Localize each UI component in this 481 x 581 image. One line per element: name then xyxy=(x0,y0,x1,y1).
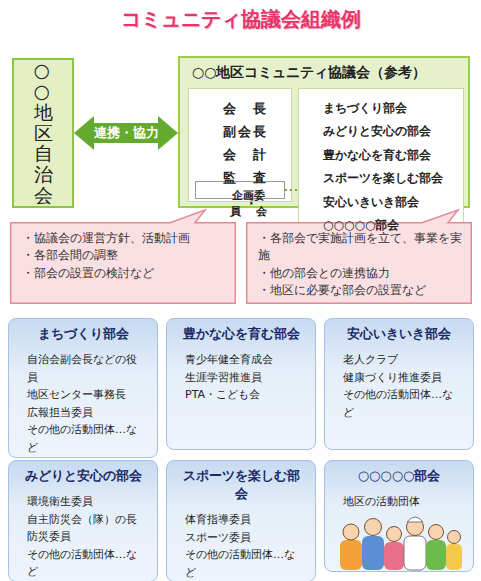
node-text: 副会長 xyxy=(211,118,266,141)
member-item: 環境衛生委員 xyxy=(19,493,147,511)
member-item: 自主防災会（隊）の長 xyxy=(19,511,147,529)
callout-item: ・地区に必要な部会の設置など xyxy=(258,282,462,299)
department-list-box: まちづくり部会みどりと安心の部会豊かな心を育む部会スポーツを楽しむ部会安心いきい… xyxy=(298,88,464,235)
node-text: まちづくり部会 xyxy=(311,94,451,117)
callout-outline xyxy=(247,210,472,303)
community-box: ○○地区自治会 xyxy=(12,58,74,208)
ellipsis-mark: ⋮ xyxy=(233,187,289,207)
callout-item: ・部会の設置の検討など xyxy=(22,265,226,282)
department-heading: まちづくり部会 xyxy=(19,325,147,343)
callout-item: ・各部会で実施計画を立て、事業を実施 xyxy=(258,230,462,265)
member-item: 地区センター事務長 xyxy=(19,386,147,404)
node-text: 会計 xyxy=(211,141,266,164)
callout-box: ・協議会の運営方針、活動計画・各部会間の調整・部会の設置の検討など xyxy=(10,222,236,304)
member-item: 体育指導委員 xyxy=(177,511,305,529)
node-text: 豊かな心を育む部会 xyxy=(311,141,451,164)
node-text: 会長 xyxy=(211,95,266,118)
member-item: 青少年健全育成会 xyxy=(177,351,305,369)
member-item: 老人クラブ xyxy=(335,351,463,369)
node-text: 安心いきいき部会 xyxy=(311,188,451,211)
node-text: 監査 xyxy=(211,164,266,187)
connector-label: 連携・協力 xyxy=(91,123,162,143)
member-item: 防災委員 xyxy=(19,528,147,546)
department-box: みどりと安心の部会環境衛生委員自主防災会（隊）の長防災委員その他の活動団体…など xyxy=(8,460,158,581)
member-item: その他の活動団体…など xyxy=(335,386,463,421)
node-text: みどりと安心の部会 xyxy=(311,117,451,140)
node-text: ○○○○○部会 xyxy=(311,211,451,234)
department-box: まちづくり部会自治会副会長などの役員地区センター事務長広報担当委員その他の活動団… xyxy=(8,318,158,458)
department-heading: ○○○○○部会 xyxy=(335,467,463,485)
council-box: ○○地区コミュニティ協議会（参考） 会長副会長会計監査企画委員会⋮ まちづくり部会み… xyxy=(178,56,470,208)
department-heading: みどりと安心の部会 xyxy=(19,467,147,485)
department-heading: 安心いきいき部会 xyxy=(335,325,463,343)
member-item: その他の活動団体…など xyxy=(19,546,147,581)
node-text: 企画委員会 xyxy=(218,182,267,220)
department-box: 豊かな心を育む部会青少年健全育成会生涯学習推進員PTA・こども会 xyxy=(166,318,316,450)
callout-item: ・他の部会との連携協力 xyxy=(258,265,462,282)
node-text: ○○地区コミュニティ協議会（参考） xyxy=(180,58,468,82)
member-item: 生涯学習推進員 xyxy=(177,369,305,387)
department-box: 安心いきいき部会老人クラブ健康づくり推進委員その他の活動団体…など xyxy=(324,318,474,450)
member-item: その他の活動団体…など xyxy=(19,421,147,456)
node-text: ○○地区自治会 xyxy=(34,60,53,206)
callout-outline xyxy=(11,210,236,303)
callout-box: ・各部会で実施計画を立て、事業を実施・他の部会との連携協力・地区に必要な部会の設… xyxy=(246,222,472,304)
department-box: スポーツを楽しむ部会体育指導委員スポーツ委員その他の活動団体…など xyxy=(166,460,316,581)
committee-box: 企画委員会 xyxy=(195,181,285,199)
member-item: 地区の活動団体 xyxy=(335,493,463,511)
member-item: 広報担当委員 xyxy=(19,404,147,422)
member-item: スポーツ委員 xyxy=(177,529,305,547)
member-item: その他の活動団体…など xyxy=(177,546,305,581)
department-heading: スポーツを楽しむ部会 xyxy=(177,467,305,503)
dotted-connector xyxy=(285,189,298,191)
member-item: 健康づくり推進委員 xyxy=(335,369,463,387)
people-illustration xyxy=(340,517,462,570)
callout-item: ・協議会の運営方針、活動計画 xyxy=(22,230,226,247)
department-heading: 豊かな心を育む部会 xyxy=(177,325,305,343)
callout-item: ・各部会間の調整 xyxy=(22,247,226,264)
member-item: PTA・こども会 xyxy=(177,386,305,404)
officer-box: 会長副会長会計監査企画委員会⋮ xyxy=(188,88,292,202)
member-item: 自治会副会長などの役員 xyxy=(19,351,147,386)
title: コミュニティ協議会組織例 xyxy=(0,6,481,33)
node-text: スポーツを楽しむ部会 xyxy=(311,164,451,187)
